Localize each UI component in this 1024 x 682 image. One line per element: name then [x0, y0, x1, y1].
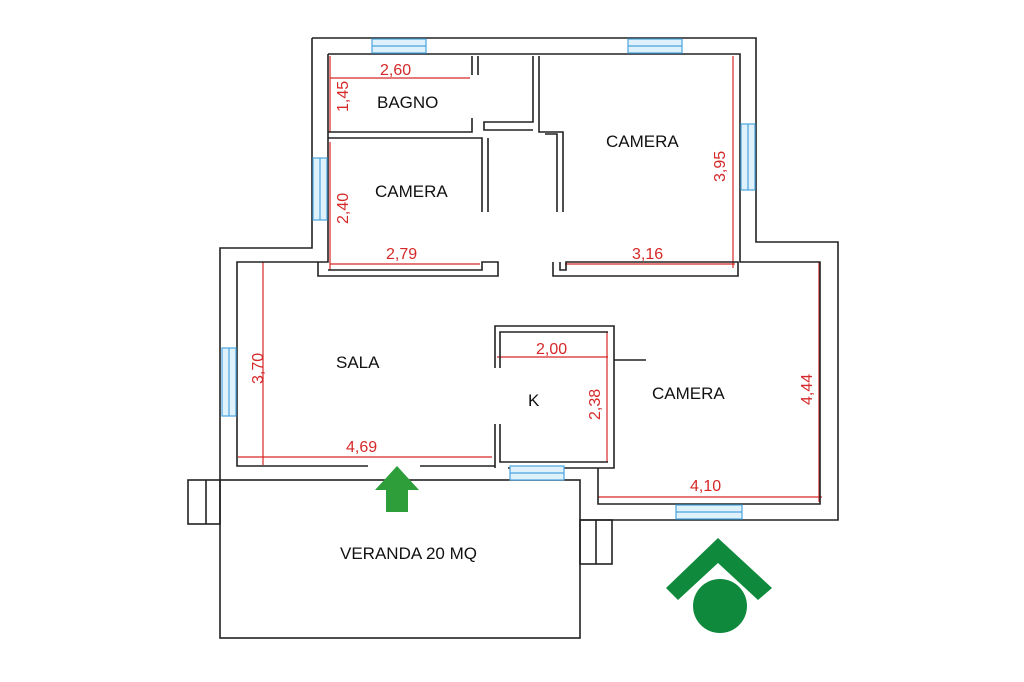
dim-camera-left-width: 2,79: [386, 246, 417, 263]
corridor-right-inner: [545, 133, 558, 212]
bagno-wall-inner: [328, 137, 483, 212]
room-label-veranda: VERANDA 20 MQ: [340, 544, 477, 563]
dim-kitchen-height: 2,38: [587, 389, 604, 420]
room-label-kitchen: K: [528, 391, 540, 410]
room-label-camera-top-right: CAMERA: [606, 132, 679, 151]
windows: [221, 38, 756, 520]
dim-sala-width: 4,69: [346, 439, 377, 456]
dimension-lines: [238, 56, 822, 502]
kitchen-wall-top: [494, 325, 615, 469]
up-arrow-icon: [375, 466, 419, 512]
dim-camera-left-height: 2,40: [335, 193, 352, 224]
bagno-wall: [328, 118, 473, 133]
dim-kitchen-width: 2,00: [536, 341, 567, 358]
room-label-sala: SALA: [336, 353, 380, 372]
dim-camera-top-right-width: 3,16: [632, 246, 663, 263]
dim-camera-right-height: 4,44: [799, 374, 816, 405]
dim-bagno-width: 2,60: [380, 62, 411, 79]
walls: [187, 37, 839, 639]
outer-wall-left: [219, 38, 313, 480]
dim-camera-right-width: 4,10: [690, 478, 721, 495]
corridor-wall: [483, 56, 534, 131]
dim-camera-top-right-height: 3,95: [712, 151, 729, 182]
room-label-camera-right: CAMERA: [652, 384, 725, 403]
room-label-camera-left: CAMERA: [375, 182, 448, 201]
dim-sala-height: 3,70: [250, 353, 267, 384]
camera-right-bottom-wall: [552, 261, 739, 277]
corridor-right-wall: [538, 56, 564, 212]
inner-wall-top: [328, 53, 821, 505]
inner-wall-left: [236, 54, 368, 467]
camera-left-bottom-wall: [317, 261, 499, 277]
veranda-pillar-left: [187, 479, 221, 525]
kitchen-wall-top-inner: [499, 331, 608, 368]
outer-wall: [312, 37, 839, 521]
kitchen-wall-bottom-inner: [499, 424, 608, 463]
room-label-bagno: BAGNO: [377, 93, 438, 112]
house-roof-circle-logo: [666, 538, 772, 633]
dim-bagno-height: 1,45: [335, 81, 352, 112]
